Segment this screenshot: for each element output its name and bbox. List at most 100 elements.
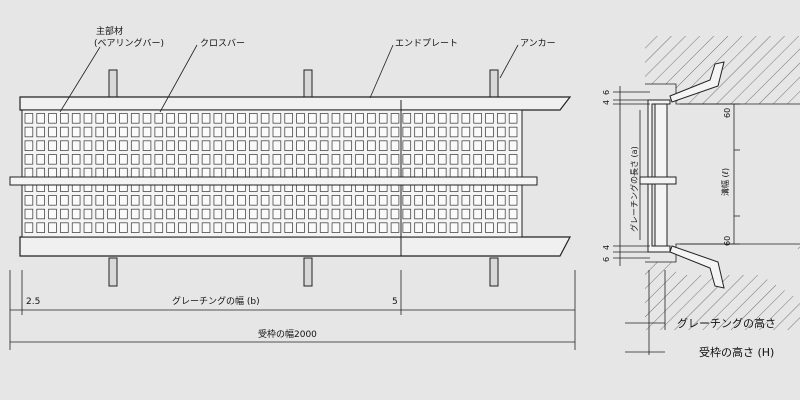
grid-cell	[331, 222, 341, 233]
grid-cell	[461, 113, 471, 124]
grid-cell	[237, 222, 246, 233]
grid-cell	[319, 195, 329, 206]
grid-cell	[497, 154, 506, 165]
grid-cell	[485, 126, 494, 138]
grid-cell	[426, 195, 435, 206]
grid-cell	[508, 208, 518, 220]
grid-cell	[426, 167, 435, 179]
grid-cell	[189, 154, 199, 165]
grid-cell	[71, 126, 81, 138]
grid-cell	[461, 222, 471, 233]
grid-cell	[331, 195, 341, 206]
grid-cell	[308, 154, 317, 165]
bearing-bar-grid	[24, 113, 518, 233]
grid-cell	[83, 126, 93, 138]
grid-cell	[308, 140, 317, 151]
grid-cell	[473, 195, 482, 206]
grid-cell	[485, 113, 494, 124]
dim-grating-length: グレーチングの長さ (a)	[629, 146, 639, 232]
grid-cell	[449, 154, 459, 165]
grid-cell	[485, 208, 494, 220]
frame-section	[647, 99, 671, 253]
grid-cell	[355, 222, 364, 233]
grid-cell	[201, 222, 211, 233]
grid-cell	[331, 126, 341, 138]
dim-grating-width: グレーチングの幅 (b)	[172, 295, 260, 307]
grid-cell	[402, 140, 412, 151]
grid-cell	[426, 222, 435, 233]
grid-cell	[237, 208, 246, 220]
grid-cell	[166, 126, 175, 138]
grid-cell	[319, 154, 329, 165]
grid-cell	[508, 126, 518, 138]
dim-right-gap: 5	[392, 297, 398, 307]
grid-cell	[485, 195, 494, 206]
grid-cell	[71, 195, 81, 206]
grid-cell	[154, 222, 164, 233]
grid-cell	[461, 140, 471, 151]
grid-cell	[201, 113, 211, 124]
grid-cell	[437, 140, 447, 151]
frame-bottom-flange	[19, 236, 571, 257]
grid-cell	[426, 126, 435, 138]
grid-cell	[36, 208, 45, 220]
grid-cell	[367, 195, 376, 206]
anchor-section-top	[669, 61, 725, 103]
grid-cell	[260, 140, 270, 151]
grid-cell	[414, 140, 423, 151]
grid-cell	[260, 222, 270, 233]
grid-cell	[284, 113, 293, 124]
anchor-section-bottom	[669, 245, 725, 289]
grid-cell	[367, 140, 376, 151]
section-view: 6 4 60 60 4 6 グレーチングの長さ (a) 溝幅 (ℓ) グレーチン…	[602, 36, 800, 359]
grid-cell	[508, 113, 518, 124]
section-dimension-lines	[613, 86, 740, 355]
grid-cell	[449, 167, 459, 179]
grid-cell	[296, 195, 305, 206]
grid-cell	[107, 222, 116, 233]
grid-cell	[284, 154, 293, 165]
grid-cell	[119, 154, 128, 165]
grid-cell	[272, 113, 282, 124]
grid-cell	[414, 167, 423, 179]
grid-cell	[142, 208, 152, 220]
grid-cell	[249, 208, 258, 220]
label-cross-bar: クロスバー	[200, 38, 245, 49]
grid-cell	[402, 154, 412, 165]
grid-cell	[497, 113, 506, 124]
grid-cell	[36, 126, 45, 138]
grid-cell	[260, 167, 270, 179]
grid-cell	[60, 195, 69, 206]
grid-cell	[272, 208, 282, 220]
grid-cell	[71, 208, 81, 220]
grid-cell	[485, 140, 494, 151]
grid-cell	[343, 208, 353, 220]
grid-cell	[437, 195, 447, 206]
grid-cell	[142, 167, 152, 179]
grid-cell	[296, 113, 305, 124]
grid-cell	[36, 222, 45, 233]
grid-cell	[213, 126, 223, 138]
grid-cell	[201, 208, 211, 220]
anchor-bottom-2	[303, 257, 313, 287]
grid-cell	[201, 126, 211, 138]
dim-top-small-a: 6	[602, 90, 611, 95]
grid-cell	[378, 208, 388, 220]
grid-cell	[60, 113, 69, 124]
grid-cell	[426, 140, 435, 151]
grid-cell	[437, 113, 447, 124]
grid-cell	[48, 208, 57, 220]
grid-cell	[178, 222, 187, 233]
grid-cell	[201, 167, 211, 179]
grid-cell	[189, 208, 199, 220]
grid-cell	[142, 154, 152, 165]
grid-cell	[36, 154, 45, 165]
grid-cell	[437, 222, 447, 233]
frame-top-flange	[19, 96, 572, 111]
grid-cell	[178, 195, 187, 206]
plan-dimension-lines	[9, 270, 576, 350]
grid-cell	[378, 113, 388, 124]
grid-cell	[36, 195, 45, 206]
grid-cell	[461, 154, 471, 165]
